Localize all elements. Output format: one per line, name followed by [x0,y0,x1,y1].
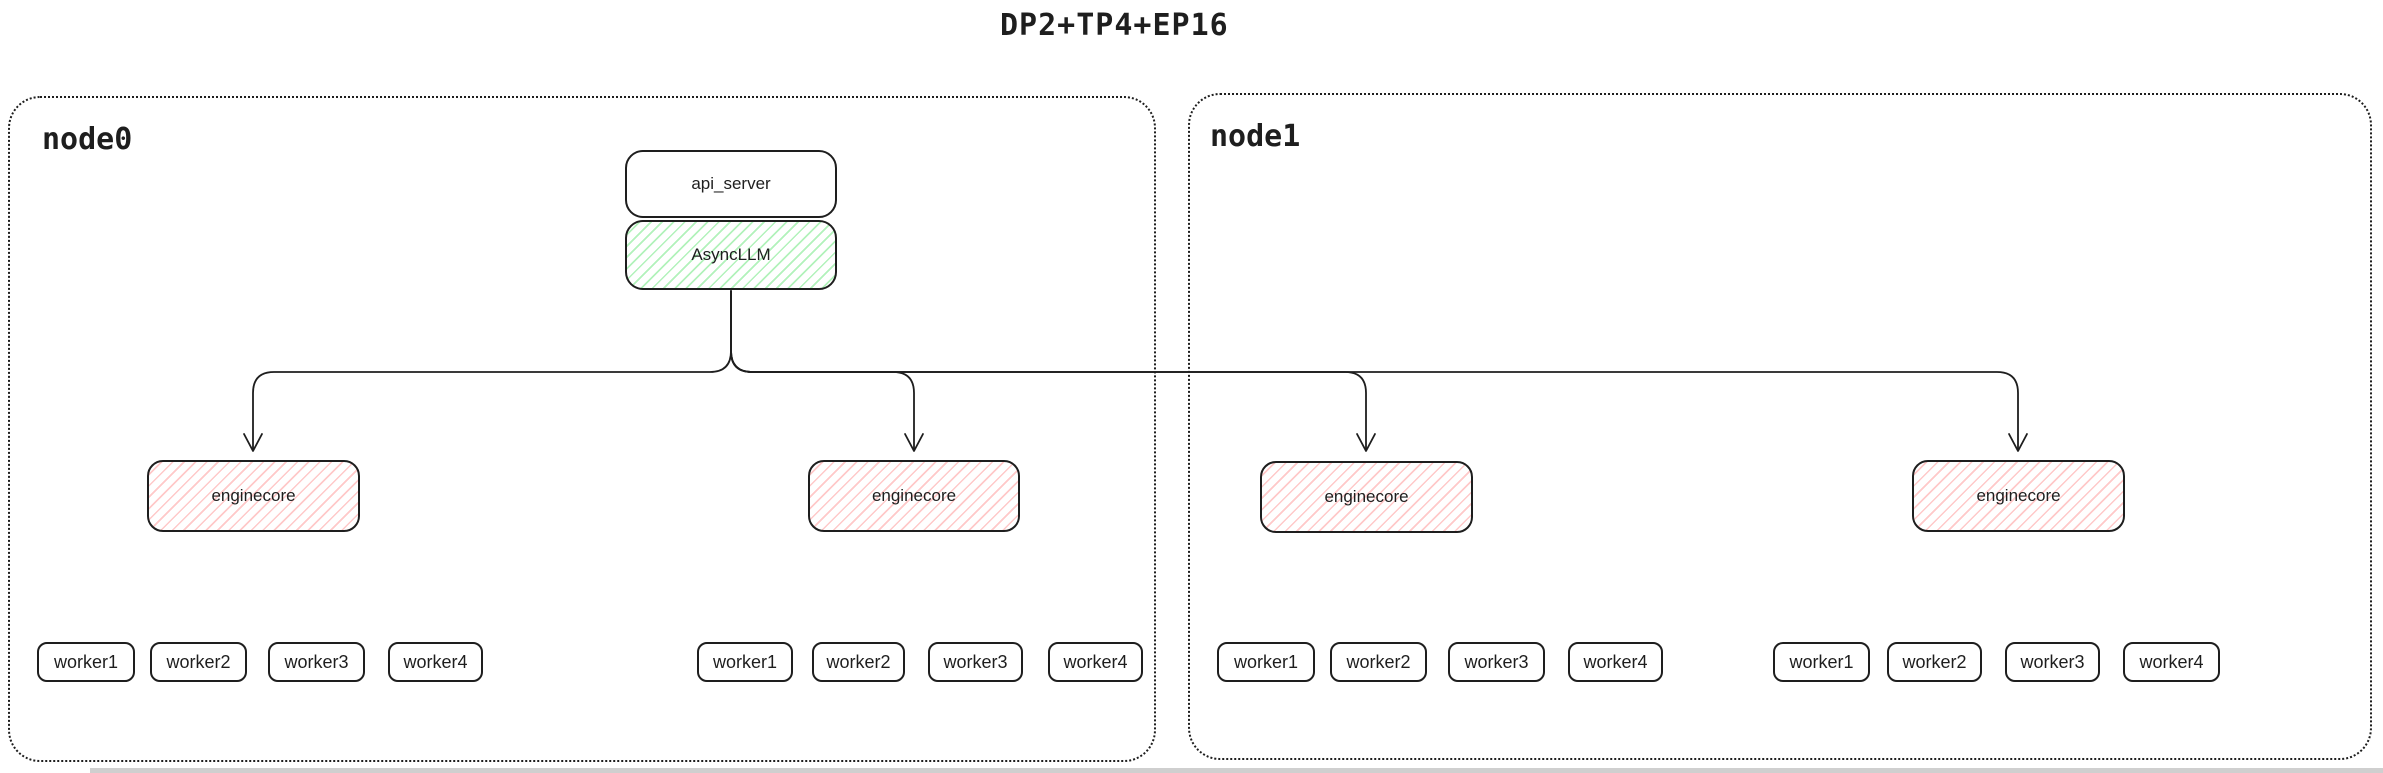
node0-ec2-worker3: worker3 [928,642,1023,682]
diagram-title: DP2+TP4+EP16 [1000,8,1229,43]
node1-enginecore2-box: enginecore [1912,460,2125,532]
worker-label: worker3 [943,651,1008,672]
arrow-asyncllm-to-node0-enginecore1 [252,290,732,450]
node1-ec1-worker1: worker1 [1217,642,1315,682]
worker-label: worker2 [1346,651,1411,672]
api-server-box: api_server [625,150,837,218]
node0-ec1-worker1: worker1 [37,642,135,682]
enginecore-label: enginecore [211,486,296,505]
worker-label: worker2 [1902,651,1967,672]
window-bottom-edge [90,768,2383,773]
node0-ec2-worker1: worker1 [697,642,793,682]
worker-label: worker3 [284,651,349,672]
worker-label: worker1 [1233,651,1299,672]
node1-container [1188,93,2372,760]
arrowhead-node1-enginecore2 [2008,433,2028,452]
node1-label: node1 [1210,119,1301,154]
node1-enginecore1-box: enginecore [1260,461,1473,533]
node0-ec1-worker3: worker3 [268,642,365,682]
node1-ec2-worker3: worker3 [2005,642,2100,682]
worker-label: worker4 [1063,651,1128,672]
async-llm-box: AsyncLLM [625,220,837,290]
worker-label: worker2 [826,651,891,672]
worker-label: worker3 [1464,651,1529,672]
node0-container [8,96,1156,762]
worker-label: worker4 [2139,651,2204,672]
node0-label: node0 [42,122,133,157]
node0-ec2-worker4: worker4 [1048,642,1143,682]
worker-label: worker2 [166,651,231,672]
enginecore-label: enginecore [1324,487,1409,506]
arrow-asyncllm-to-node0-enginecore2 [730,290,915,450]
worker-label: worker1 [1789,651,1854,672]
async-llm-label: AsyncLLM [691,245,771,264]
worker-label: worker4 [1583,651,1648,672]
node0-ec1-worker4: worker4 [388,642,483,682]
arrowhead-node0-enginecore2 [904,433,924,452]
node0-enginecore1-box: enginecore [147,460,360,532]
node0-ec1-worker2: worker2 [150,642,247,682]
arrowhead-node1-enginecore1 [1356,433,1376,452]
arrowhead-node0-enginecore1 [243,433,263,452]
api-server-label: api_server [691,174,771,193]
arrow-asyncllm-to-node1-enginecore2 [730,290,2019,450]
node1-ec1-worker2: worker2 [1330,642,1427,682]
worker-label: worker1 [712,651,778,672]
worker-label: worker3 [2020,651,2085,672]
worker-label: worker1 [53,651,119,672]
node1-ec2-worker2: worker2 [1887,642,1982,682]
node1-ec2-worker4: worker4 [2123,642,2220,682]
enginecore-label: enginecore [871,486,957,505]
worker-label: worker4 [403,651,468,672]
node1-ec1-worker3: worker3 [1448,642,1545,682]
enginecore-label: enginecore [1976,486,2061,505]
arrow-asyncllm-to-node1-enginecore1 [730,290,1367,450]
node0-enginecore2-box: enginecore [808,460,1020,532]
node0-ec2-worker2: worker2 [812,642,905,682]
node1-ec2-worker1: worker1 [1773,642,1870,682]
node1-ec1-worker4: worker4 [1568,642,1663,682]
